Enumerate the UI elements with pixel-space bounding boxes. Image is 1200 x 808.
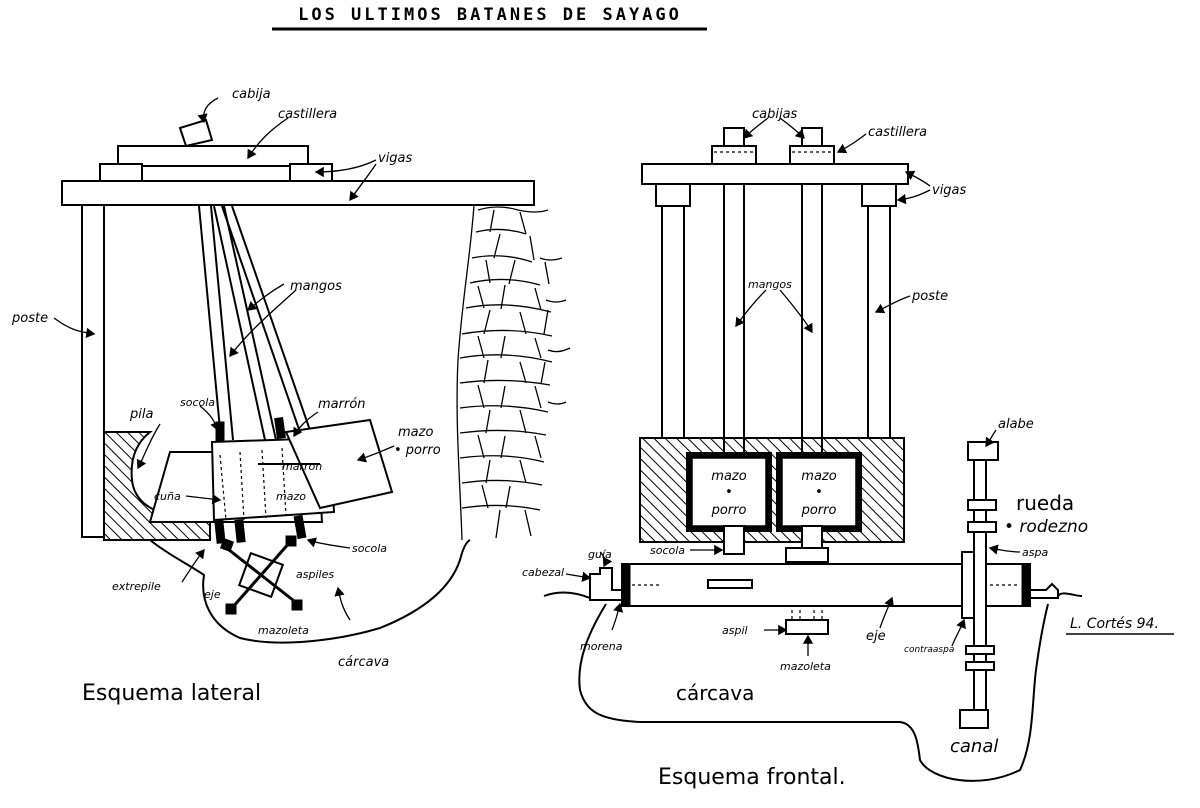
frontal-caption: Esquema frontal.: [658, 765, 846, 790]
label-cabijas: cabijas: [752, 107, 798, 122]
frontal-poste-left: [661, 205, 685, 439]
label-rueda: rueda: [1016, 491, 1074, 515]
label-eje: eje: [204, 588, 221, 601]
label-frontal-castillera: castillera: [868, 125, 927, 140]
label-frontal-mazo2-l1: mazo: [801, 469, 836, 484]
frontal-cabija-2: [801, 127, 823, 147]
page-title: LOS ULTIMOS BATANES DE SAYAGO: [298, 5, 682, 25]
label-frontal-mangos: mangos: [748, 278, 792, 291]
lateral-mango-2: [213, 205, 277, 441]
label-vigas: vigas: [378, 151, 413, 166]
frontal-castillera-2: [789, 145, 835, 165]
lateral-mango-1: [198, 205, 234, 441]
frontal-mazo-1: [691, 457, 767, 527]
label-socola-top: socola: [180, 396, 215, 409]
frontal-viga: [641, 163, 909, 185]
label-poste: poste: [11, 311, 48, 326]
label-rodezno: • rodezno: [1004, 517, 1088, 537]
frontal-mazoleta: [785, 619, 829, 635]
frontal-mango-2: [801, 183, 823, 457]
label-aspil: aspil: [722, 624, 748, 637]
label-canal: canal: [950, 736, 998, 757]
label-frontal-eje: eje: [866, 629, 886, 644]
label-frontal-vigas: vigas: [932, 183, 967, 198]
label-mazo-porro-1: mazo: [398, 425, 433, 440]
lateral-eje-aspiles: [219, 535, 303, 615]
label-mangos: mangos: [290, 279, 342, 294]
label-frontal-mazo2-l2: •: [815, 485, 823, 500]
label-frontal-mazoleta: mazoleta: [780, 660, 831, 673]
frontal-alabe: [967, 441, 999, 461]
lateral-poste: [81, 204, 105, 538]
label-marron: marrón: [318, 397, 366, 412]
lateral-diagram: cabija castillera vigas mangos poste pil…: [11, 87, 571, 706]
frontal-socola: [723, 525, 745, 555]
label-cabija: cabija: [232, 87, 271, 102]
lateral-viga: [61, 180, 535, 206]
label-frontal-poste: poste: [911, 289, 948, 304]
frontal-poste-right: [867, 205, 891, 439]
label-marron-inner: marron: [282, 460, 322, 473]
lateral-castillera: [117, 145, 309, 167]
label-frontal-mazo2-l3: porro: [801, 503, 837, 518]
label-cuna: cuña: [154, 490, 181, 503]
frontal-cabija-1: [723, 127, 745, 147]
label-aspa: aspa: [1022, 546, 1048, 559]
label-castillera: castillera: [278, 107, 337, 122]
lateral-castillera-block-left: [99, 163, 143, 182]
label-frontal-mazo1-l3: porro: [711, 503, 747, 518]
label-pila: pila: [129, 407, 153, 422]
lateral-mazo-3: [284, 418, 394, 510]
signature: L. Cortés 94.: [1070, 616, 1159, 632]
label-mazo-porro-2: • porro: [394, 443, 441, 458]
label-mazoleta: mazoleta: [258, 624, 309, 637]
label-frontal-carcava: cárcava: [676, 681, 754, 705]
label-alabe: alabe: [998, 417, 1034, 432]
lateral-cabija: [178, 118, 214, 148]
label-frontal-mazo1-l1: mazo: [711, 469, 746, 484]
lateral-carcava: [149, 539, 471, 644]
label-frontal-socola: socola: [650, 544, 685, 557]
label-mazo-inner: mazo: [276, 490, 306, 503]
lateral-stone-wall: [456, 204, 571, 541]
frontal-diagram: mazo • porro mazo • porro cabijas castil…: [522, 107, 1174, 790]
label-contraaspa: contraaspa: [904, 645, 954, 655]
label-frontal-mazo1-l2: •: [725, 485, 733, 500]
frontal-cabezal: [589, 567, 623, 601]
label-extrepile: extrepile: [112, 580, 161, 593]
lateral-mango-3: [221, 205, 313, 439]
label-aspiles: aspiles: [296, 568, 334, 581]
label-morena: morena: [580, 640, 623, 653]
label-socola-bottom: socola: [352, 542, 387, 555]
label-cabezal: cabezal: [522, 566, 564, 579]
lateral-caption: Esquema lateral: [82, 681, 261, 706]
label-carcava: cárcava: [338, 655, 389, 670]
lateral-castillera-block-right: [289, 163, 333, 182]
label-guia: guía: [588, 548, 612, 561]
frontal-castillera-1: [711, 145, 757, 165]
